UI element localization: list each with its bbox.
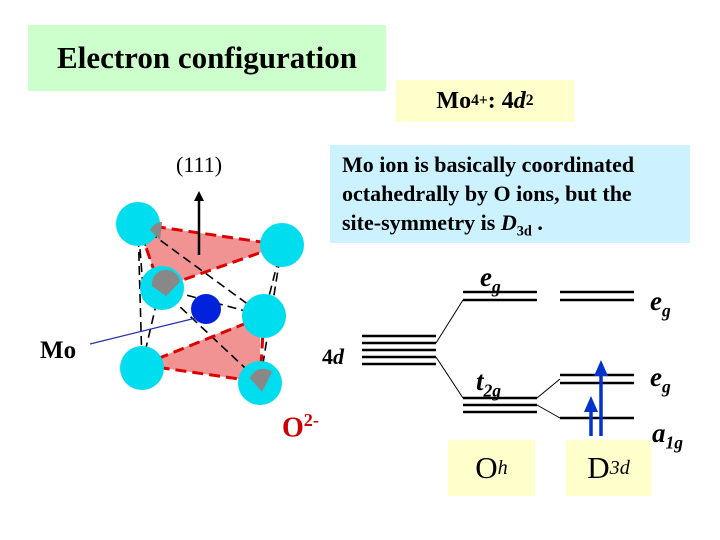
- eg-right-mid-label: eg: [650, 362, 671, 397]
- config-sep: : 4: [487, 87, 514, 114]
- config-orbital: d: [513, 87, 526, 114]
- eg-right-top-text: e: [650, 286, 662, 316]
- eg-right-top-label: eg: [650, 286, 671, 321]
- a1g-sub: 1g: [665, 432, 684, 453]
- note-line-3-suffix: .: [531, 210, 543, 235]
- mo-pointer-line: [89, 317, 197, 345]
- a1g-text: a: [652, 418, 666, 448]
- d3d-sub: 3d: [609, 456, 630, 479]
- correlation-lines: [435, 299, 561, 419]
- oxygen-charge: 2-: [303, 410, 319, 430]
- a1g-label: a1g: [652, 418, 683, 453]
- title: Electron configuration: [57, 40, 357, 75]
- oxygen-symbol: O: [282, 412, 304, 444]
- eg-right-mid-text: e: [650, 362, 662, 392]
- level-4d-num: 4: [322, 344, 333, 369]
- oh-label: O: [475, 450, 498, 485]
- triangle-edges: [135, 222, 283, 384]
- note-symbol: D: [500, 210, 517, 235]
- note-line-3-prefix: site-symmetry is: [342, 210, 501, 235]
- level-4d-label: 4d: [322, 344, 344, 370]
- level-d3d-eg-top: [560, 290, 634, 302]
- config-charge: 4+: [471, 92, 488, 109]
- eg-right-mid-sub: g: [661, 376, 671, 397]
- level-4d: [362, 334, 436, 366]
- config-ion: Mo: [436, 87, 472, 114]
- d3d-label: D: [587, 450, 610, 485]
- note-line-3: site-symmetry is D3d .: [342, 208, 690, 246]
- t2g-text: t: [476, 366, 484, 396]
- oxygen-label: O2-: [282, 410, 319, 444]
- site-symmetry-note: Mo ion is basically coordinated octahedr…: [330, 145, 690, 243]
- mo-atom: [191, 294, 221, 324]
- eg-right-top-sub: g: [661, 300, 671, 321]
- t2g-sub: 2g: [483, 380, 502, 401]
- note-line-1: Mo ion is basically coordinated: [342, 152, 635, 177]
- axis-111-label: (111): [176, 152, 223, 177]
- hidden-atom-shading: [150, 222, 272, 392]
- mo-label: Mo: [40, 337, 77, 364]
- lower-oxygen-face: [142, 316, 260, 382]
- oh-sub: h: [497, 456, 508, 479]
- eg-left-label: eg: [480, 262, 501, 297]
- level-oh-eg: [463, 290, 537, 302]
- level-d3d-eg-mid: [560, 373, 634, 385]
- title-box: Electron configuration: [28, 25, 386, 91]
- eg-left-sub: g: [491, 276, 501, 297]
- eg-left-text: e: [480, 262, 492, 292]
- note-symbol-sub: 3d: [516, 223, 532, 240]
- level-4d-letter: d: [333, 344, 344, 369]
- config-exp: 2: [525, 92, 534, 109]
- note-line-2: octahedrally by O ions, but the: [342, 181, 632, 206]
- level-oh-t2g: [463, 396, 537, 414]
- spin-up-arrows: [584, 360, 608, 436]
- t2g-label: t2g: [476, 366, 501, 401]
